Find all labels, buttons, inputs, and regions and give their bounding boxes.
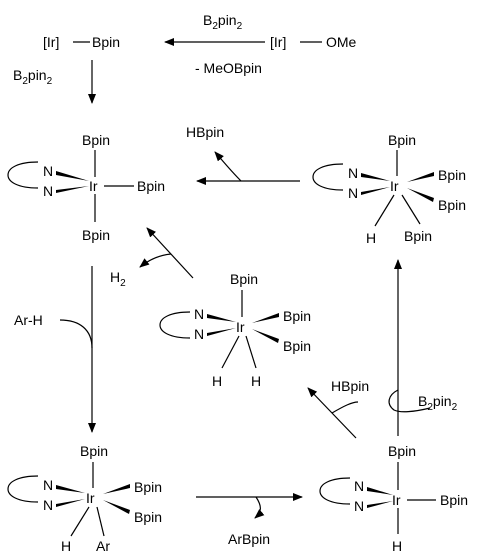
step-diboron-addition: B2pin2 bbox=[388, 259, 458, 436]
complex-b-n1: N bbox=[348, 165, 358, 181]
complex-ir-tris-boryl: N N Ir Bpin Bpin Bpin bbox=[7, 132, 165, 243]
complex-e-bpin-top: Bpin bbox=[388, 443, 416, 459]
step-hbpin-release-top: HBpin bbox=[186, 124, 300, 185]
ir-ome-ome: OMe bbox=[326, 34, 357, 50]
complex-d-bpin-top: Bpin bbox=[80, 443, 108, 459]
complex-d-h: H bbox=[61, 538, 71, 552]
hbpin-top-label: HBpin bbox=[186, 124, 224, 140]
complex-c-h1: H bbox=[212, 373, 222, 389]
complex-a-n2: N bbox=[43, 183, 53, 199]
activation-byproduct: - MeOBpin bbox=[195, 60, 262, 76]
complex-d-bpin-lower-right: Bpin bbox=[134, 509, 162, 525]
step-arene-activation: Ar-H bbox=[14, 266, 96, 433]
complex-b-ir: Ir bbox=[390, 178, 399, 194]
complex-e-bpin-right: Bpin bbox=[440, 492, 468, 508]
step-arbpin-release: ArBpin bbox=[196, 493, 303, 547]
complex-b-bpin-lower-right: Bpin bbox=[438, 197, 466, 213]
complex-d-ar: Ar bbox=[96, 538, 110, 552]
complex-e-h: H bbox=[392, 538, 402, 552]
complex-a-ir: Ir bbox=[89, 178, 98, 194]
activation-reagent: B2pin2 bbox=[203, 12, 243, 32]
complex-b-bpin-bottom: Bpin bbox=[404, 228, 432, 244]
arbpin-label: ArBpin bbox=[228, 531, 270, 547]
complex-d-n2: N bbox=[43, 497, 53, 513]
ir-bpin-bpin: Bpin bbox=[92, 34, 120, 50]
b2pin2-right-label: B2pin2 bbox=[418, 393, 458, 413]
arh-label: Ar-H bbox=[14, 312, 43, 328]
complex-a-bpin-right: Bpin bbox=[137, 178, 165, 194]
complex-b-h: H bbox=[366, 230, 376, 246]
complex-b-bpin-upper-right: Bpin bbox=[438, 167, 466, 183]
complex-c-bpin-lower-right: Bpin bbox=[283, 338, 311, 354]
h2-label: H2 bbox=[110, 269, 126, 289]
complex-d-ir: Ir bbox=[86, 490, 95, 506]
complex-c-ir: Ir bbox=[236, 319, 245, 335]
complex-d-bpin-upper-right: Bpin bbox=[134, 479, 162, 495]
complex-ir-tetra-boryl-hydride: N N Ir Bpin Bpin Bpin H Bpin bbox=[312, 132, 466, 246]
complex-ir-tris-boryl-dihydride: N N Ir Bpin Bpin Bpin H H bbox=[159, 271, 311, 389]
hbpin-bottom-label: HBpin bbox=[331, 378, 369, 394]
complex-a-bpin-bottom: Bpin bbox=[82, 227, 110, 243]
step-h2-release: H2 bbox=[110, 227, 194, 289]
step-hbpin-release-bottom: HBpin bbox=[307, 378, 369, 439]
ir-bpin-ir: [Ir] bbox=[43, 34, 59, 50]
complex-e-n1: N bbox=[354, 478, 364, 494]
complex-e-n2: N bbox=[354, 498, 364, 514]
complex-ir-tris-boryl-hydride-aryl: N N Ir Bpin Bpin Bpin H Ar bbox=[7, 443, 162, 552]
complex-d-n1: N bbox=[43, 477, 53, 493]
complex-c-h2: H bbox=[251, 373, 261, 389]
entry-reagent: B2pin2 bbox=[13, 67, 53, 87]
ir-ome-ir: [Ir] bbox=[270, 34, 286, 50]
complex-c-bpin-top: Bpin bbox=[230, 271, 258, 287]
complex-b-n2: N bbox=[348, 185, 358, 201]
precatalyst-activation: [Ir] Bpin [Ir] OMe B2pin2 - MeOBpin B2pi… bbox=[13, 12, 357, 104]
complex-ir-bis-boryl-hydride: N N Ir Bpin Bpin H bbox=[319, 443, 468, 552]
complex-c-n2: N bbox=[194, 326, 204, 342]
complex-a-bpin-top: Bpin bbox=[82, 132, 110, 148]
complex-c-n1: N bbox=[194, 306, 204, 322]
complex-b-bpin-top: Bpin bbox=[388, 132, 416, 148]
complex-a-n1: N bbox=[43, 163, 53, 179]
complex-c-bpin-upper-right: Bpin bbox=[283, 308, 311, 324]
complex-e-ir: Ir bbox=[392, 492, 401, 508]
